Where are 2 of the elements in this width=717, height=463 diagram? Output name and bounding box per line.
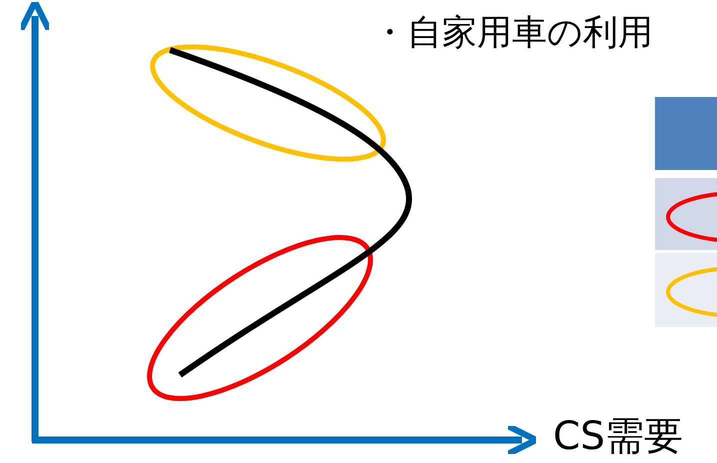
heading-text: ・自家用車の利用: [372, 16, 653, 51]
axis-label: CS需要: [553, 417, 683, 456]
